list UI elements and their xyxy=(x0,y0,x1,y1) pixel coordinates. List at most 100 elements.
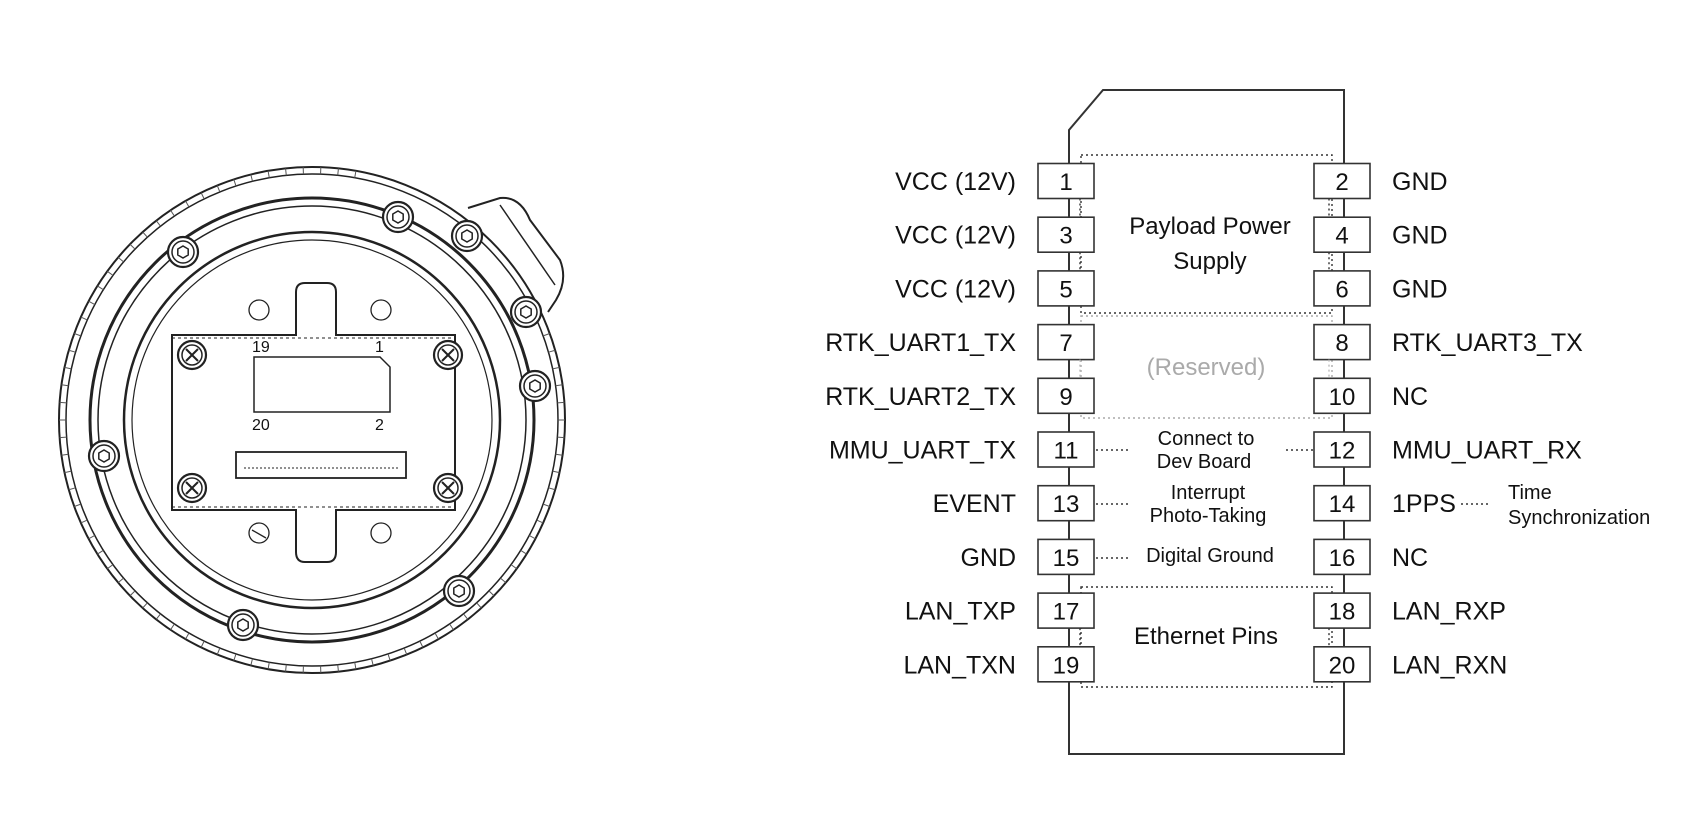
knurled-edge xyxy=(59,167,565,673)
knurl-tick xyxy=(89,535,95,538)
knurl-tick xyxy=(69,350,76,352)
pin-number-10: 10 xyxy=(1329,384,1356,411)
pin-name-9: RTK_UART2_TX xyxy=(825,383,1016,411)
screw-icon xyxy=(520,371,550,401)
knurl-tick xyxy=(107,271,113,275)
pin-number-18: 18 xyxy=(1329,599,1356,626)
knurl-tick xyxy=(217,648,220,654)
knurl-tick xyxy=(268,662,269,669)
connector-label-20: 20 xyxy=(252,417,270,434)
knurl-tick xyxy=(186,633,190,639)
dev-board-label-line2: Dev Board xyxy=(1157,451,1252,473)
hole-bottom-right xyxy=(371,523,391,543)
screw-icon xyxy=(434,474,462,502)
screws xyxy=(89,202,550,640)
knurl-tick xyxy=(251,659,253,666)
knurl-tick xyxy=(186,201,190,207)
knurl-tick xyxy=(450,624,454,630)
photo-taking-label-line2: Photo-Taking xyxy=(1150,505,1267,527)
screw-icon xyxy=(452,221,482,251)
knurl-tick xyxy=(201,641,204,647)
hole-bottom-left-slot xyxy=(252,530,266,538)
knurl-tick xyxy=(553,471,560,472)
pin-name-7: RTK_UART1_TX xyxy=(825,329,1016,357)
knurl-tick xyxy=(251,175,253,182)
outer-ring xyxy=(59,167,565,673)
knurl-tick xyxy=(529,535,535,538)
pin-name-11: MMU_UART_TX xyxy=(829,437,1016,465)
pin-name-19: LAN_TXN xyxy=(903,651,1016,679)
pin-number-11: 11 xyxy=(1054,438,1079,465)
pin-number-12: 12 xyxy=(1329,438,1356,465)
knurl-tick xyxy=(234,654,236,661)
knurl-tick xyxy=(420,641,423,647)
pin-number-9: 9 xyxy=(1059,384,1072,411)
screw-icon xyxy=(89,441,119,471)
knurl-tick xyxy=(543,333,550,335)
knurl-tick xyxy=(234,179,236,186)
knurl-tick xyxy=(201,193,204,199)
knurl-tick xyxy=(404,648,407,654)
outer-ring-inner-edge xyxy=(66,174,558,666)
knurl-tick xyxy=(489,591,494,596)
time-sync-label-line1: Time xyxy=(1508,482,1552,504)
knurl-tick xyxy=(97,286,103,290)
hole-bottom-left xyxy=(249,523,269,543)
bayonet-ring-inner xyxy=(98,206,526,634)
knurl-tick xyxy=(61,454,68,455)
screw-icon xyxy=(444,576,474,606)
ethernet-group-label: Ethernet Pins xyxy=(1134,623,1278,650)
pin-number-20: 20 xyxy=(1329,652,1356,679)
knurl-tick xyxy=(556,385,563,386)
knurl-tick xyxy=(156,614,160,620)
digital-ground-label: Digital Ground xyxy=(1146,545,1274,567)
reserved-group-label: (Reserved) xyxy=(1147,354,1266,381)
knurl-tick xyxy=(556,454,563,455)
knurl-tick xyxy=(286,168,287,175)
screw-icon xyxy=(383,202,413,232)
screw-icon xyxy=(511,297,541,327)
knurl-tick xyxy=(537,520,543,523)
knurl-tick xyxy=(548,350,555,352)
pin-number-15: 15 xyxy=(1053,545,1080,572)
pin-name-17: LAN_TXP xyxy=(905,598,1016,626)
pin-name-15: GND xyxy=(960,544,1016,572)
lock-tab-edge xyxy=(500,205,555,285)
knurl-tick xyxy=(143,232,148,237)
pin-name-10: NC xyxy=(1392,383,1428,411)
knurl-tick xyxy=(130,591,135,596)
knurl-tick xyxy=(118,257,123,261)
pin-name-6: GND xyxy=(1392,275,1448,303)
pin-number-17: 17 xyxy=(1053,599,1080,626)
screw-icon xyxy=(168,237,198,267)
knurl-tick xyxy=(171,210,175,216)
ribbon-connector xyxy=(236,452,406,478)
knurl-tick xyxy=(65,367,72,368)
pin-number-4: 4 xyxy=(1335,223,1348,250)
knurl-tick xyxy=(388,654,390,661)
power-group-label-line1: Payload Power xyxy=(1129,213,1290,240)
pin-number-16: 16 xyxy=(1329,545,1356,572)
connector-label-2: 2 xyxy=(375,417,384,434)
pin-number-1: 1 xyxy=(1059,169,1072,196)
knurl-tick xyxy=(143,603,148,608)
knurl-tick xyxy=(107,565,113,569)
knurl-tick xyxy=(338,168,339,175)
connector-face xyxy=(59,167,565,673)
pin-name-20: LAN_RXN xyxy=(1392,651,1507,679)
knurl-tick xyxy=(500,578,505,582)
pin-name-18: LAN_RXP xyxy=(1392,598,1506,626)
knurl-tick xyxy=(477,603,482,608)
connector-label-1: 1 xyxy=(375,339,384,356)
knurl-tick xyxy=(171,624,175,630)
pin-number-5: 5 xyxy=(1059,276,1072,303)
pin-name-16: NC xyxy=(1392,544,1428,572)
knurl-tick xyxy=(89,301,95,304)
pin-number-19: 19 xyxy=(1053,652,1080,679)
knurl-tick xyxy=(65,471,72,472)
mount-plate-inner xyxy=(132,240,492,600)
pin-name-13: EVENT xyxy=(933,490,1016,518)
